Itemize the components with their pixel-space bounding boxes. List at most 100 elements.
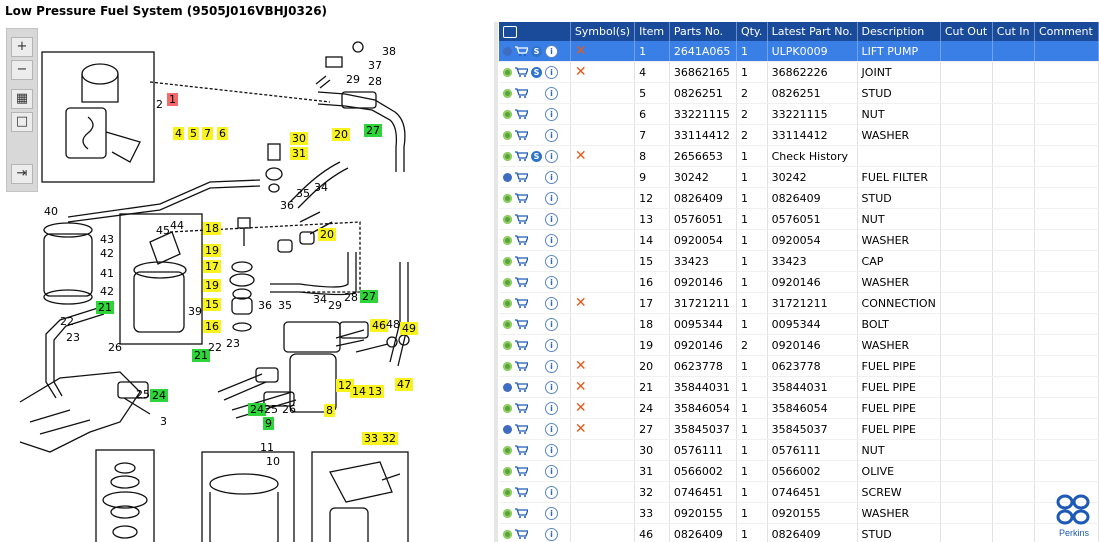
cart-icon[interactable] xyxy=(515,193,528,204)
callout-label[interactable]: 14 xyxy=(350,385,368,398)
cart-icon[interactable] xyxy=(515,172,528,183)
callout-label[interactable]: 49 xyxy=(400,322,418,335)
part-options-icon[interactable] xyxy=(503,109,512,119)
callout-label[interactable]: 24 xyxy=(248,403,266,416)
cart-icon[interactable] xyxy=(515,361,528,372)
callout-label[interactable]: 33 xyxy=(362,432,380,445)
cart-icon[interactable] xyxy=(515,130,528,141)
cart-icon[interactable] xyxy=(515,46,528,57)
pane-splitter[interactable] xyxy=(494,22,498,542)
cart-icon[interactable] xyxy=(515,298,528,309)
part-options-icon[interactable] xyxy=(503,172,512,182)
callout-label[interactable]: 17 xyxy=(203,260,221,273)
callout-label[interactable]: 46 xyxy=(370,319,388,332)
callout-label[interactable]: 19 xyxy=(203,279,221,292)
part-options-icon[interactable] xyxy=(503,235,512,245)
info-icon[interactable]: i xyxy=(545,527,558,541)
cart-icon[interactable] xyxy=(515,151,528,162)
fit-page-icon[interactable]: ▦ xyxy=(11,89,33,109)
column-header[interactable]: Symbol(s) xyxy=(570,22,636,41)
callout-label[interactable]: 6 xyxy=(217,127,228,140)
info-icon[interactable]: i xyxy=(545,233,558,247)
cart-icon[interactable] xyxy=(515,109,528,120)
part-options-icon[interactable] xyxy=(503,88,512,98)
info-icon[interactable]: i xyxy=(545,443,558,457)
cart-icon[interactable] xyxy=(515,424,528,435)
cart-icon[interactable] xyxy=(515,214,528,225)
callout-label[interactable]: 27 xyxy=(360,290,378,303)
info-icon[interactable]: i xyxy=(545,254,558,268)
part-options-icon[interactable] xyxy=(503,46,512,56)
callout-label[interactable]: 21 xyxy=(192,349,210,362)
callout-label[interactable]: 7 xyxy=(202,127,213,140)
callout-label[interactable]: 20 xyxy=(332,128,350,141)
info-icon[interactable]: i xyxy=(545,338,558,352)
callout-label[interactable]: 19 xyxy=(203,244,221,257)
info-icon[interactable]: i xyxy=(545,464,558,478)
export-icon[interactable]: ⇥ xyxy=(11,164,33,184)
part-options-icon[interactable] xyxy=(503,256,512,266)
cart-icon[interactable] xyxy=(515,235,528,246)
callout-label[interactable]: 18 xyxy=(203,222,221,235)
callout-label[interactable]: 12 xyxy=(336,379,354,392)
callout-label[interactable]: 4 xyxy=(173,127,184,140)
part-options-icon[interactable] xyxy=(503,151,512,161)
cart-icon[interactable] xyxy=(515,466,528,477)
cart-icon[interactable] xyxy=(515,256,528,267)
info-icon[interactable]: i xyxy=(545,506,558,520)
part-options-icon[interactable] xyxy=(503,529,512,539)
info-icon[interactable]: i xyxy=(545,296,558,310)
part-options-icon[interactable] xyxy=(503,130,512,140)
callout-label[interactable]: 16 xyxy=(203,320,221,333)
part-options-icon[interactable] xyxy=(503,466,512,476)
info-icon[interactable]: i xyxy=(545,380,558,394)
info-icon[interactable]: i xyxy=(545,317,558,331)
part-options-icon[interactable] xyxy=(503,508,512,518)
cart-icon[interactable] xyxy=(515,88,528,99)
cart-icon[interactable] xyxy=(515,508,528,519)
info-icon[interactable]: i xyxy=(545,401,558,415)
supersession-icon[interactable]: S xyxy=(531,45,542,57)
callout-label[interactable]: 5 xyxy=(188,127,199,140)
callout-label[interactable]: 9 xyxy=(263,417,274,430)
zoom-out-icon[interactable]: − xyxy=(11,60,33,80)
callout-label[interactable]: 15 xyxy=(203,298,221,311)
part-options-icon[interactable] xyxy=(503,214,512,224)
diagram-pane[interactable]: + − ▦ □ ⇥ xyxy=(0,22,490,542)
callout-label[interactable]: 21 xyxy=(96,301,114,314)
cart-icon[interactable] xyxy=(515,445,528,456)
callout-label[interactable]: 13 xyxy=(366,385,384,398)
info-icon[interactable]: i xyxy=(545,485,558,499)
part-options-icon[interactable] xyxy=(503,319,512,329)
part-options-icon[interactable] xyxy=(503,67,512,77)
callout-label[interactable]: 20 xyxy=(318,228,336,241)
part-options-icon[interactable] xyxy=(503,361,512,371)
info-icon[interactable]: i xyxy=(545,275,558,289)
cart-icon[interactable] xyxy=(515,277,528,288)
info-icon[interactable]: i xyxy=(545,422,558,436)
info-icon[interactable]: i xyxy=(545,191,558,205)
actual-size-icon[interactable]: □ xyxy=(11,112,33,132)
cart-icon[interactable] xyxy=(515,382,528,393)
supersession-icon[interactable]: S xyxy=(531,66,542,78)
column-header[interactable]: Latest Part No. xyxy=(767,22,858,41)
column-header[interactable]: Parts No. xyxy=(669,22,737,41)
